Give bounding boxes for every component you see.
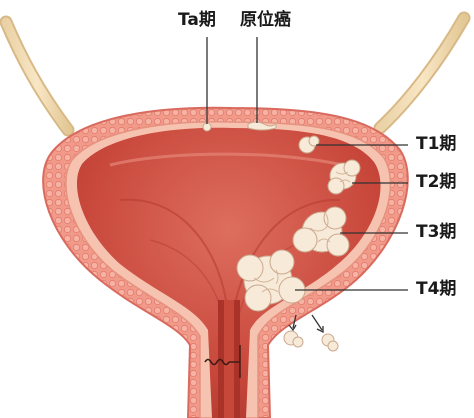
- label-t2: T2期: [416, 174, 456, 191]
- tumor-fragment-2: [322, 334, 338, 351]
- label-cis: 原位癌: [240, 12, 291, 29]
- tumor-ta: [203, 123, 211, 131]
- label-t1: T1期: [416, 136, 456, 153]
- label-ta: Ta期: [178, 12, 216, 29]
- label-t3: T3期: [416, 224, 456, 241]
- spread-arrow-2: [312, 315, 322, 330]
- label-t4: T4期: [416, 281, 456, 298]
- tumor-fragment-1: [284, 331, 303, 347]
